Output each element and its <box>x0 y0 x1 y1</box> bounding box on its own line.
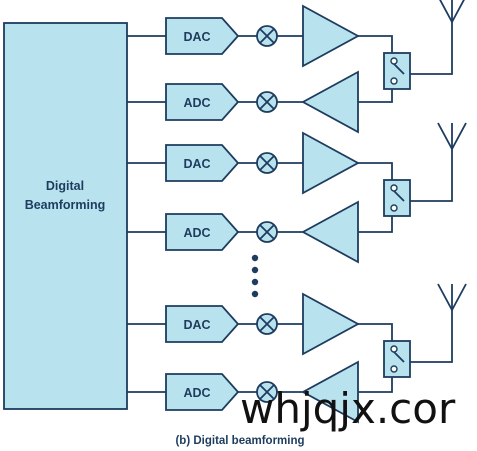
mixer-icon <box>256 313 278 335</box>
antenna-feed <box>410 310 453 363</box>
tr-switch-group <box>358 122 467 233</box>
tr-switch-icon <box>383 340 411 378</box>
tr-switch-group <box>358 283 467 393</box>
converter-label: DAC <box>183 318 210 332</box>
signal-wire <box>358 89 393 103</box>
antenna-feed <box>410 149 453 202</box>
digital-beamforming-block <box>3 22 128 410</box>
converter-label: DAC <box>183 30 210 44</box>
watermark-text: whjqjx.cor <box>240 384 456 433</box>
converter-block <box>165 213 240 251</box>
converter-block <box>165 17 240 55</box>
amplifier-icon <box>302 131 360 195</box>
beamforming-label-line1: Digital <box>46 179 84 193</box>
amplifier-icon <box>302 292 360 356</box>
converter-label: ADC <box>183 96 210 110</box>
mixer-icon <box>256 91 278 113</box>
amplifier-icon <box>302 4 360 68</box>
converter-label: ADC <box>183 386 210 400</box>
converter-block <box>165 305 240 343</box>
ellipsis-dots-icon <box>251 254 259 298</box>
antenna-feed <box>410 22 453 75</box>
channel-row: DAC <box>127 292 360 356</box>
signal-wire <box>358 377 393 393</box>
antenna-icon <box>437 122 467 151</box>
tr-switch-group <box>358 0 465 103</box>
converter-label: ADC <box>183 226 210 240</box>
signal-wire <box>358 162 393 180</box>
signal-wire <box>358 35 393 53</box>
mixer-icon <box>256 25 278 47</box>
figure-caption: (b) Digital beamforming <box>175 435 304 447</box>
channel-row: ADC <box>127 200 359 264</box>
converter-block <box>165 83 240 121</box>
channel-row: ADC <box>127 360 359 424</box>
converter-block <box>165 144 240 182</box>
tr-switch-icon <box>383 179 411 217</box>
channel-row: DAC <box>127 131 360 195</box>
signal-wire <box>358 323 393 341</box>
beamforming-label-line2: Beamforming <box>25 198 106 212</box>
mixer-icon <box>256 221 278 243</box>
amplifier-icon <box>301 200 359 264</box>
channel-row: DAC <box>127 4 360 68</box>
converter-block <box>165 373 240 411</box>
antenna-icon <box>439 0 465 24</box>
channel-rows: DAC ADC DAC ADC DAC ADC <box>127 0 467 424</box>
signal-wire <box>358 216 393 233</box>
antenna-icon <box>437 283 467 312</box>
channel-row: ADC <box>127 70 359 134</box>
amplifier-icon <box>301 70 359 134</box>
mixer-icon <box>256 152 278 174</box>
tr-switch-icon <box>383 52 411 90</box>
converter-label: DAC <box>183 157 210 171</box>
